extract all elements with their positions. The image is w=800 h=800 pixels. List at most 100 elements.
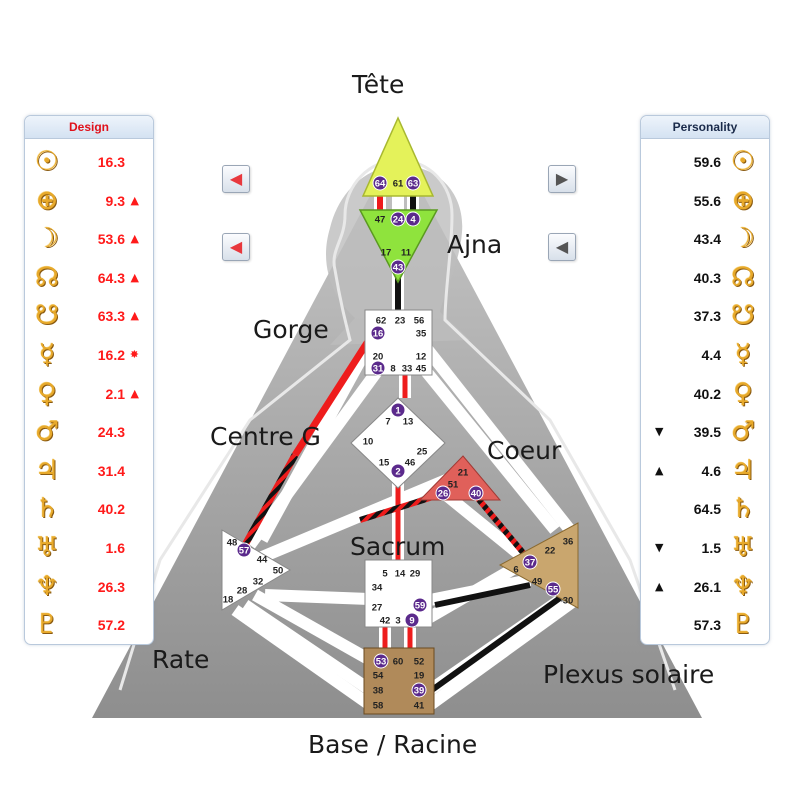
gate-number: 15 bbox=[379, 458, 390, 469]
planet-value: 16.2 bbox=[97, 346, 125, 363]
personality-panel-title: Personality bbox=[641, 116, 769, 139]
planet-row: ♃4.6▲ bbox=[641, 452, 769, 491]
g-center bbox=[350, 397, 446, 489]
planet-value: 55.6 bbox=[693, 192, 721, 209]
gate-number: 41 bbox=[414, 701, 425, 712]
planet-marker: ▲ bbox=[130, 309, 139, 323]
arrow-left-icon: ◀ bbox=[229, 169, 243, 188]
sun-icon: ☉ bbox=[730, 146, 756, 177]
planet-marker: ▼ bbox=[655, 425, 664, 439]
mars-icon: ♂ bbox=[34, 416, 60, 448]
gate-number: 44 bbox=[257, 555, 268, 566]
gate-number: 45 bbox=[416, 364, 427, 375]
planet-marker: ▲ bbox=[655, 463, 664, 477]
gate-number: 28 bbox=[237, 586, 248, 597]
planet-row: ♀2.1▲ bbox=[25, 375, 153, 414]
personality-prev-button[interactable]: ◀ bbox=[548, 233, 576, 261]
activated-gate-marker bbox=[390, 259, 406, 275]
jupiter-icon: ♃ bbox=[34, 454, 60, 486]
planet-value: 26.3 bbox=[97, 578, 125, 595]
moon-icon: ☽ bbox=[34, 223, 60, 255]
gate-number: 27 bbox=[372, 603, 383, 614]
gate-number: 9 bbox=[409, 616, 414, 627]
gate-number: 42 bbox=[380, 616, 391, 627]
label-plexus-solaire: Plexus solaire bbox=[543, 660, 715, 689]
planet-row: ♆26.1▲ bbox=[641, 568, 769, 607]
arrow-right-icon: ▶ bbox=[555, 169, 569, 188]
activated-gate-marker bbox=[390, 211, 406, 227]
label-centre-g: Centre G bbox=[210, 422, 321, 451]
planet-value: 57.2 bbox=[97, 617, 125, 634]
planet-value: 64.5 bbox=[693, 501, 721, 518]
neptune-icon: ♆ bbox=[730, 570, 756, 602]
gate-number: 26 bbox=[438, 489, 449, 500]
gate-number: 48 bbox=[227, 538, 238, 549]
activated-gate-marker bbox=[405, 175, 421, 191]
planet-row: ☉16.3 bbox=[25, 143, 153, 182]
activated-gate-marker bbox=[412, 597, 428, 613]
gate-number: 39 bbox=[414, 686, 425, 697]
gate-number: 19 bbox=[414, 671, 425, 682]
gate-number: 34 bbox=[372, 583, 383, 594]
design-prev-button-1[interactable]: ◀ bbox=[222, 165, 250, 193]
gate-number: 20 bbox=[373, 352, 384, 363]
gate-number: 37 bbox=[525, 558, 536, 569]
gate-number: 6 bbox=[513, 565, 518, 576]
planet-row: ☊64.3▲ bbox=[25, 259, 153, 298]
design-panel: Design ☉16.3⊕9.3▲☽53.6▲☊64.3▲☋63.3▲☿16.2… bbox=[24, 115, 154, 645]
activated-gate-marker bbox=[435, 485, 451, 501]
activated-gate-marker bbox=[411, 682, 427, 698]
gate-number: 50 bbox=[273, 566, 284, 577]
activated-gate-marker bbox=[522, 554, 538, 570]
planet-row: ♀ 40.2 bbox=[641, 375, 769, 414]
venus-icon: ♀ bbox=[733, 377, 753, 409]
planet-row: ⊕ 55.6 bbox=[641, 182, 769, 221]
gate-number: 57 bbox=[239, 546, 250, 557]
gate-number: 43 bbox=[393, 263, 404, 274]
pluto-icon: ♇ bbox=[34, 609, 60, 641]
label-gorge: Gorge bbox=[253, 315, 329, 344]
gate-number: 51 bbox=[448, 480, 459, 491]
planet-row: ☽43.4 bbox=[641, 220, 769, 259]
earth-icon: ⊕ bbox=[35, 184, 59, 216]
planet-value: 40.2 bbox=[693, 385, 721, 402]
mercury-icon: ☿ bbox=[38, 338, 56, 370]
gate-number: 36 bbox=[563, 537, 574, 548]
activated-gate-marker bbox=[373, 653, 389, 669]
design-rows: ☉16.3⊕9.3▲☽53.6▲☊64.3▲☋63.3▲☿16.2✸♀2.1▲♂… bbox=[25, 143, 153, 645]
gate-number: 62 bbox=[376, 316, 387, 327]
arrow-left-icon: ◀ bbox=[555, 237, 569, 256]
gate-number: 47 bbox=[375, 215, 386, 226]
gate-number: 49 bbox=[532, 577, 543, 588]
design-prev-button-2[interactable]: ◀ bbox=[222, 233, 250, 261]
north-node-icon: ☊ bbox=[731, 261, 755, 293]
gate-number: 8 bbox=[390, 364, 395, 375]
gate-number: 55 bbox=[548, 585, 559, 596]
gate-number: 23 bbox=[395, 316, 406, 327]
personality-next-button[interactable]: ▶ bbox=[548, 165, 576, 193]
planet-value: 26.1 bbox=[693, 578, 721, 595]
gate-number: 35 bbox=[416, 329, 427, 340]
planet-value: 31.4 bbox=[97, 462, 125, 479]
planet-value: 1.5 bbox=[701, 539, 721, 556]
design-panel-title: Design bbox=[25, 116, 153, 139]
planet-value: 63.3 bbox=[97, 308, 125, 325]
planet-row: ☿4.4 bbox=[641, 336, 769, 375]
gate-number: 7 bbox=[385, 417, 390, 428]
personality-rows: ☉59.6⊕55.6☽43.4☊40.3☋37.3☿4.4♀40.2♂39.5▼… bbox=[641, 143, 769, 645]
activated-gate-marker bbox=[390, 402, 406, 418]
gate-number: 11 bbox=[401, 248, 412, 259]
planet-row: ♄40.2 bbox=[25, 490, 153, 529]
planet-value: 43.4 bbox=[693, 231, 721, 248]
gate-number: 10 bbox=[363, 437, 374, 448]
gate-number: 4 bbox=[410, 215, 416, 226]
mercury-icon: ☿ bbox=[734, 338, 752, 370]
label-tete: Tête bbox=[352, 70, 405, 99]
planet-value: 16.3 bbox=[97, 154, 125, 170]
pluto-icon: ♇ bbox=[730, 609, 756, 641]
planet-row: ♃ 31.4 bbox=[25, 452, 153, 491]
planet-marker: ▲ bbox=[130, 270, 139, 284]
earth-icon: ⊕ bbox=[731, 184, 755, 216]
planet-value: 64.3 bbox=[97, 269, 125, 286]
